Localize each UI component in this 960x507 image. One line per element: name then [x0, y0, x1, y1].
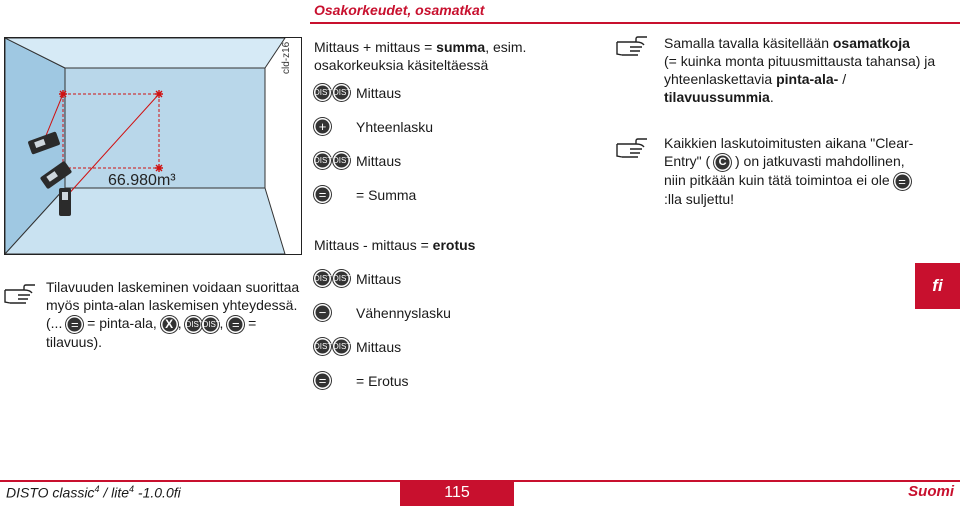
equals-key-icon: = [314, 186, 331, 203]
dist-key-icon: DIST [314, 338, 332, 355]
pointing-hand-icon [616, 138, 647, 158]
multiply-key-icon: X [160, 315, 178, 333]
sum-step-1: Mittaus [356, 85, 402, 101]
note-volume: Tilavuuden laskeminen voidaan suorittaa … [46, 279, 300, 350]
display-value: 66.980m³ [108, 172, 176, 189]
pointing-hand-icon [4, 284, 35, 304]
figure-id: cld-z16 [281, 41, 292, 74]
diff-step-4-keys: = [314, 372, 331, 389]
pointing-hand-icon [616, 36, 647, 56]
model-name: DISTO classic4 / lite4 -1.0.0fi [6, 484, 181, 501]
dist-key-icon: DIST [333, 338, 351, 355]
room-figure [3, 37, 302, 256]
sum-intro: Mittaus + mittaus = summa, esim. osakork… [314, 39, 527, 73]
dist-key-icon: DIST [333, 84, 351, 101]
dist-key-icon: DIST [314, 84, 332, 101]
sum-step-2-keys: + [314, 118, 331, 135]
diff-step-2-keys: − [314, 304, 331, 321]
sum-step-3: Mittaus [356, 153, 402, 169]
room-illustration [3, 37, 286, 256]
diff-step-1: Mittaus [356, 271, 402, 287]
diff-step-3: Mittaus [356, 339, 402, 355]
minus-key-icon: − [314, 304, 331, 321]
sum-step-1-keys: DIST DIST [314, 84, 351, 101]
dist-key-icon: DIST [314, 270, 332, 287]
language-label: Suomi [908, 483, 954, 500]
note-partial-distances: Samalla tavalla käsitellään osamatkoja (… [664, 35, 936, 105]
page-title: Osakorkeudet, osamatkat [314, 2, 485, 18]
dist-key-icon: DIST [185, 315, 204, 333]
disto-device-icon [28, 131, 72, 216]
sum-step-3-keys: DIST DIST [314, 152, 351, 169]
equals-key-icon: = [314, 372, 331, 389]
equals-key-icon: = [227, 315, 245, 333]
page-number: 115 [400, 480, 514, 506]
diff-step-2: Vähennyslasku [356, 305, 451, 321]
language-tab: fi [915, 263, 960, 309]
equals-key-icon: = [66, 315, 84, 333]
dist-key-icon: DIST [333, 270, 351, 287]
header-rule [310, 22, 960, 24]
sum-step-4-keys: = [314, 186, 331, 203]
diff-intro: Mittaus - mittaus = erotus [314, 237, 476, 253]
diff-step-1-keys: DIST DIST [314, 270, 351, 287]
equals-key-icon: = [893, 172, 911, 190]
diff-step-4: = Erotus [356, 373, 409, 389]
note-clear-entry: Kaikkien laskutoimitusten aikana "Clear-… [664, 135, 914, 207]
dist-key-icon: DIST [202, 315, 221, 333]
plus-key-icon: + [314, 118, 331, 135]
dist-key-icon: DIST [314, 152, 332, 169]
diff-step-3-keys: DIST DIST [314, 338, 351, 355]
sum-step-2: Yhteenlasku [356, 119, 434, 135]
sum-step-4: = Summa [356, 187, 417, 203]
clear-key-icon: C [714, 153, 732, 171]
dist-key-icon: DIST [333, 152, 351, 169]
